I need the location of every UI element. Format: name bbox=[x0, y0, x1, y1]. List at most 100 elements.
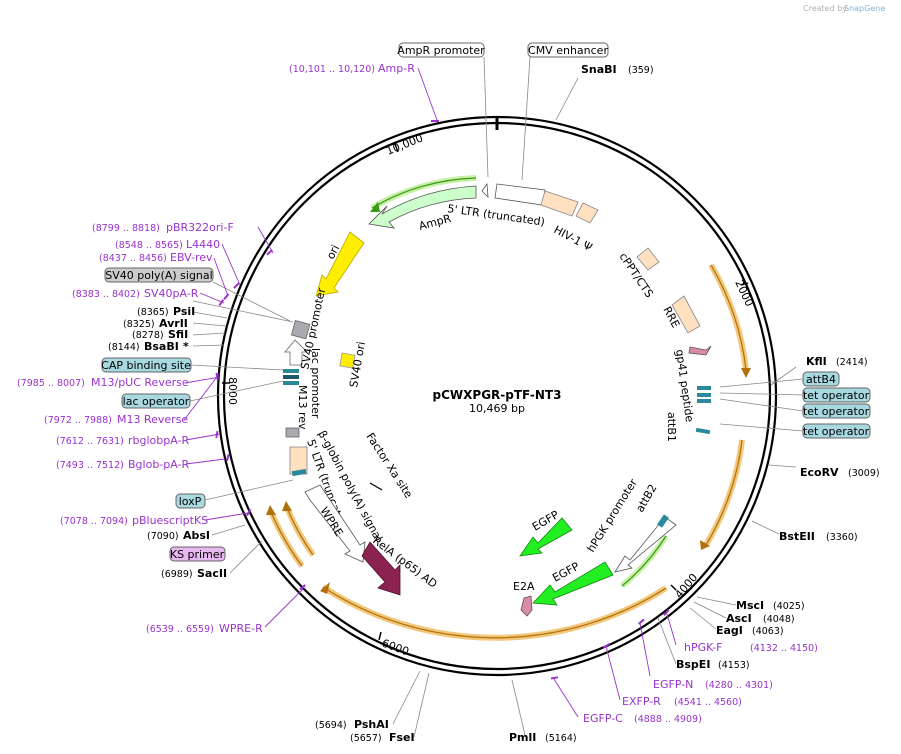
primer-egfpc: EGFP-C bbox=[583, 712, 623, 725]
site-bsabi: BsaBI bbox=[144, 340, 179, 353]
feature-e2a: E2A bbox=[513, 580, 535, 617]
orf-arc-right-lower bbox=[703, 439, 745, 547]
primer-rbglob-pos: (7612 .. 7631) bbox=[56, 436, 124, 447]
primer-ampr: Amp-R bbox=[378, 62, 415, 75]
orf-arrowhead-1 bbox=[741, 368, 751, 378]
svg-text:CMV enhancer: CMV enhancer bbox=[528, 44, 608, 57]
box-ampr-promoter: AmpR promoter bbox=[397, 42, 489, 178]
primer-ampr-pos: (10,101 .. 10,120) bbox=[289, 64, 375, 75]
feature-ori: ori bbox=[315, 231, 365, 297]
primer-egfpc-pos: (4888 .. 4909) bbox=[634, 714, 702, 725]
svg-text:lac operator: lac operator bbox=[123, 395, 190, 408]
site-bsteii: BstEII bbox=[779, 530, 815, 543]
leader-lines bbox=[189, 77, 804, 738]
feature-egfp-1: EGFP bbox=[519, 508, 573, 557]
tick-4000: 4000 bbox=[672, 571, 700, 601]
site-bsabi-mark: * bbox=[183, 340, 189, 353]
primer-wpre-pos: (6539 .. 6559) bbox=[146, 624, 214, 635]
ltr-top-label: 5' LTR (truncated) bbox=[447, 202, 546, 229]
plasmid-size: 10,469 bp bbox=[469, 402, 525, 415]
primer-exfpr: EXFP-R bbox=[622, 695, 661, 708]
site-psii: PsiI bbox=[173, 305, 195, 318]
svg-text:AmpR promoter: AmpR promoter bbox=[397, 44, 485, 57]
feature-egfp-2: EGFP bbox=[532, 560, 614, 606]
primer-hpgkf-pos: (4132 .. 4150) bbox=[750, 643, 818, 654]
site-avrii: AvrII bbox=[159, 317, 188, 330]
site-pmli: PmlI bbox=[509, 731, 536, 744]
site-fsei-pos: (5657) bbox=[350, 733, 382, 744]
site-eagi: EagI bbox=[716, 624, 743, 637]
site-msci-pos: (4025) bbox=[773, 601, 805, 612]
site-avrii-pos: (8325) bbox=[123, 319, 155, 330]
orf-arrowhead-3 bbox=[320, 582, 330, 594]
feature-rela: RelA (p65) AD bbox=[361, 534, 440, 596]
primer-marks bbox=[215, 120, 670, 680]
primer-m13puc: M13/pUC Reverse bbox=[91, 376, 189, 389]
svg-text:attB4: attB4 bbox=[806, 373, 836, 386]
site-kfli-pos: (2414) bbox=[836, 357, 868, 368]
primer-bglob-pos: (7493 .. 7512) bbox=[56, 460, 124, 471]
orf-arrowhead-ampr bbox=[370, 202, 380, 212]
box-sv40-polya: SV40 poly(A) signal bbox=[104, 267, 214, 283]
primer-lines bbox=[183, 67, 677, 718]
primer-pbluescript-pos: (7078 .. 7094) bbox=[60, 516, 128, 527]
attb1-label: attB1 bbox=[665, 412, 678, 442]
tick-8000: 8000 bbox=[226, 377, 239, 405]
box-ks-primer: KS primer bbox=[169, 546, 226, 562]
feature-hiv-psi: HIV-1 Ψ bbox=[540, 190, 599, 254]
primer-m13rev-pos: (7972 .. 7988) bbox=[44, 415, 112, 426]
site-sfii: SfiI bbox=[168, 328, 188, 341]
plasmid-name: pCWXPGR-pTF-NT3 bbox=[433, 388, 562, 402]
lac-promoter-label: lac promoter bbox=[309, 348, 322, 419]
feature-lac: lac promoter M13 rev bbox=[283, 348, 322, 430]
site-bspei: BspEI bbox=[676, 658, 710, 671]
primer-egfpn: EGFP-N bbox=[653, 678, 693, 691]
tick-10000: 10,000 bbox=[384, 131, 425, 157]
factor-xa-label: Factor Xa site bbox=[363, 431, 415, 501]
svg-text:tet operator: tet operator bbox=[803, 389, 870, 402]
site-psii-pos: (8365) bbox=[137, 307, 169, 318]
site-snabi: SnaBI bbox=[581, 63, 617, 76]
m13-rev-label: M13 rev bbox=[296, 385, 309, 430]
box-attb4: attB4 bbox=[802, 371, 840, 387]
feature-gray-box bbox=[285, 427, 300, 438]
site-pmli-pos: (5164) bbox=[545, 733, 577, 744]
primer-l4440-pos: (8548 .. 8565) bbox=[115, 240, 183, 251]
primer-m13puc-pos: (7985 .. 8007) bbox=[17, 378, 85, 389]
e2a-label: E2A bbox=[513, 580, 535, 593]
site-kfli: KflI bbox=[806, 355, 827, 368]
primer-ebvrev: EBV-rev bbox=[170, 251, 213, 264]
primer-ebvrev-pos: (8437 .. 8456) bbox=[99, 253, 167, 264]
orf-arrowhead-2 bbox=[700, 540, 710, 550]
primer-pbr322: pBR322ori-F bbox=[166, 221, 234, 234]
site-eagi-pos: (4063) bbox=[752, 626, 784, 637]
watermark-created-by: Created by bbox=[803, 4, 847, 13]
site-msci: MscI bbox=[736, 599, 764, 612]
box-loxp: loxP bbox=[175, 493, 206, 509]
primer-l4440: L4440 bbox=[186, 238, 220, 251]
site-pshai-pos: (5694) bbox=[315, 720, 347, 731]
feature-teal-set bbox=[695, 386, 711, 435]
site-sfii-pos: (8278) bbox=[132, 330, 164, 341]
watermark-brand: SnapGene bbox=[844, 4, 885, 13]
tick-marks bbox=[222, 117, 749, 641]
site-absi-pos: (7090) bbox=[147, 531, 179, 542]
svg-text:KS primer: KS primer bbox=[170, 548, 225, 561]
box-tet-operator-2: tet operator bbox=[802, 403, 871, 419]
primer-pbr322-pos: (8799 .. 8818) bbox=[92, 223, 160, 234]
site-bspei-pos: (4153) bbox=[718, 660, 750, 671]
box-tet-operator-1: tet operator bbox=[802, 387, 871, 403]
site-pshai: PshAI bbox=[354, 718, 389, 731]
site-fsei: FseI bbox=[389, 731, 415, 744]
site-asci-pos: (4048) bbox=[763, 614, 795, 625]
orf-arc-left bbox=[268, 510, 305, 568]
site-sacii-pos: (6989) bbox=[161, 569, 193, 580]
box-tet-operator-3: tet operator bbox=[802, 423, 871, 439]
orf-arcs bbox=[266, 175, 751, 641]
primer-exfpr-pos: (4541 .. 4560) bbox=[674, 697, 742, 708]
sv40-ori-label: SV40 ori bbox=[347, 341, 368, 389]
primer-sv40pa: SV40pA-R bbox=[144, 287, 199, 300]
hiv-psi-label: HIV-1 Ψ bbox=[552, 223, 595, 254]
primer-m13rev: M13 Reverse bbox=[117, 413, 188, 426]
